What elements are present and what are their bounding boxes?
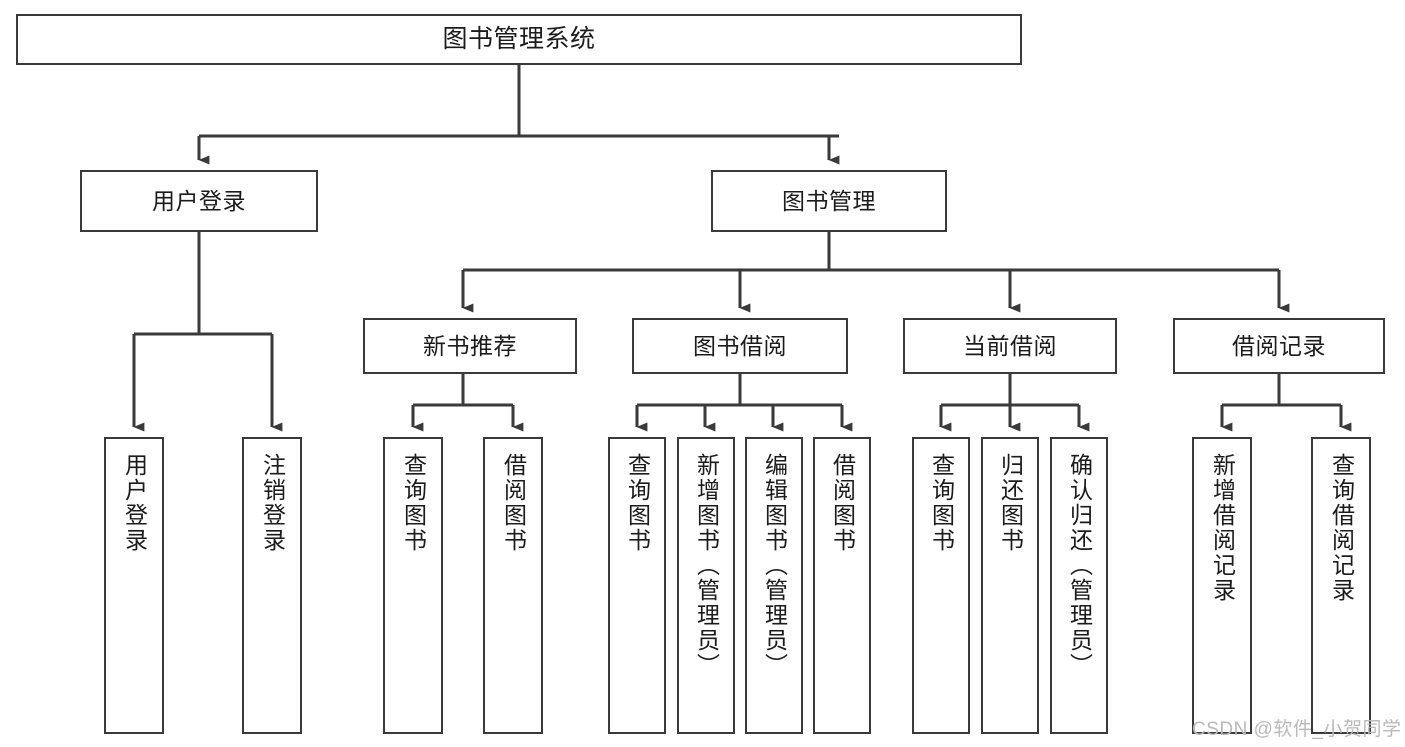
node-label: 图书借阅 bbox=[693, 332, 787, 359]
leaf-nb-query-book[interactable]: 查询图书 bbox=[383, 437, 443, 734]
node-new-book-recommend[interactable]: 新书推荐 bbox=[363, 318, 577, 374]
leaf-bb-add-book-admin[interactable]: 新增图书（管理员） bbox=[677, 437, 735, 734]
node-label: 查询借阅记录 bbox=[1328, 453, 1355, 603]
node-label: 新增借阅记录 bbox=[1209, 453, 1236, 603]
leaf-bb-query-book[interactable]: 查询图书 bbox=[608, 437, 666, 734]
node-label: 当前借阅 bbox=[963, 332, 1057, 359]
node-label: 确认归还（管理员） bbox=[1066, 453, 1093, 678]
leaf-bb-borrow-book[interactable]: 借阅图书 bbox=[813, 437, 871, 734]
csdn-watermark: CSDN @软件_小贺同学 bbox=[1192, 719, 1402, 740]
node-label: 查询图书 bbox=[400, 453, 427, 553]
leaf-br-query-record[interactable]: 查询借阅记录 bbox=[1311, 437, 1371, 734]
leaf-br-add-record[interactable]: 新增借阅记录 bbox=[1192, 437, 1252, 734]
node-label: 注销登录 bbox=[259, 453, 286, 553]
node-book-management[interactable]: 图书管理 bbox=[711, 170, 947, 232]
node-current-borrow[interactable]: 当前借阅 bbox=[903, 318, 1117, 374]
leaf-cb-query-book[interactable]: 查询图书 bbox=[912, 437, 970, 734]
node-borrow-record[interactable]: 借阅记录 bbox=[1173, 318, 1385, 374]
node-label: 借阅图书 bbox=[829, 453, 856, 553]
node-label: 用户登录 bbox=[121, 453, 148, 553]
leaf-logout[interactable]: 注销登录 bbox=[242, 437, 302, 734]
node-user-login[interactable]: 用户登录 bbox=[80, 170, 318, 232]
node-label: 新书推荐 bbox=[423, 332, 517, 359]
leaf-bb-edit-book-admin[interactable]: 编辑图书（管理员） bbox=[745, 437, 803, 734]
node-label: 图书管理 bbox=[782, 187, 876, 214]
node-label: 图书管理系统 bbox=[442, 25, 596, 53]
node-label: 借阅记录 bbox=[1232, 332, 1326, 359]
leaf-nb-borrow-book[interactable]: 借阅图书 bbox=[483, 437, 543, 734]
node-label: 借阅图书 bbox=[500, 453, 527, 553]
node-label: 查询图书 bbox=[928, 453, 955, 553]
node-label: 归还图书 bbox=[997, 453, 1024, 553]
leaf-cb-return-book[interactable]: 归还图书 bbox=[981, 437, 1039, 734]
node-root-book-management-system[interactable]: 图书管理系统 bbox=[16, 14, 1022, 65]
node-label: 用户登录 bbox=[152, 187, 246, 214]
node-label: 编辑图书（管理员） bbox=[761, 453, 788, 678]
node-book-borrow[interactable]: 图书借阅 bbox=[632, 318, 848, 374]
leaf-cb-confirm-return-admin[interactable]: 确认归还（管理员） bbox=[1050, 437, 1108, 734]
leaf-user-login[interactable]: 用户登录 bbox=[104, 437, 164, 734]
node-label: 查询图书 bbox=[624, 453, 651, 553]
node-label: 新增图书（管理员） bbox=[693, 453, 720, 678]
